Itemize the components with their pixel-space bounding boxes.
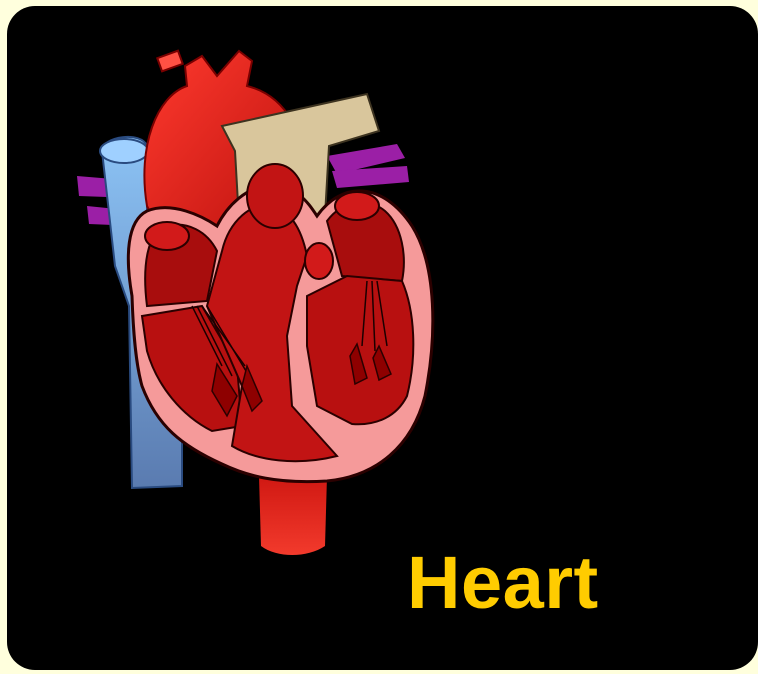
left-ventricle	[307, 276, 413, 424]
descending-aorta	[259, 476, 327, 555]
page-title: Heart	[407, 546, 599, 620]
pulmonary-vein-right	[327, 144, 409, 188]
heart-anatomy-illustration	[7, 6, 758, 670]
card: Heart	[7, 6, 758, 670]
